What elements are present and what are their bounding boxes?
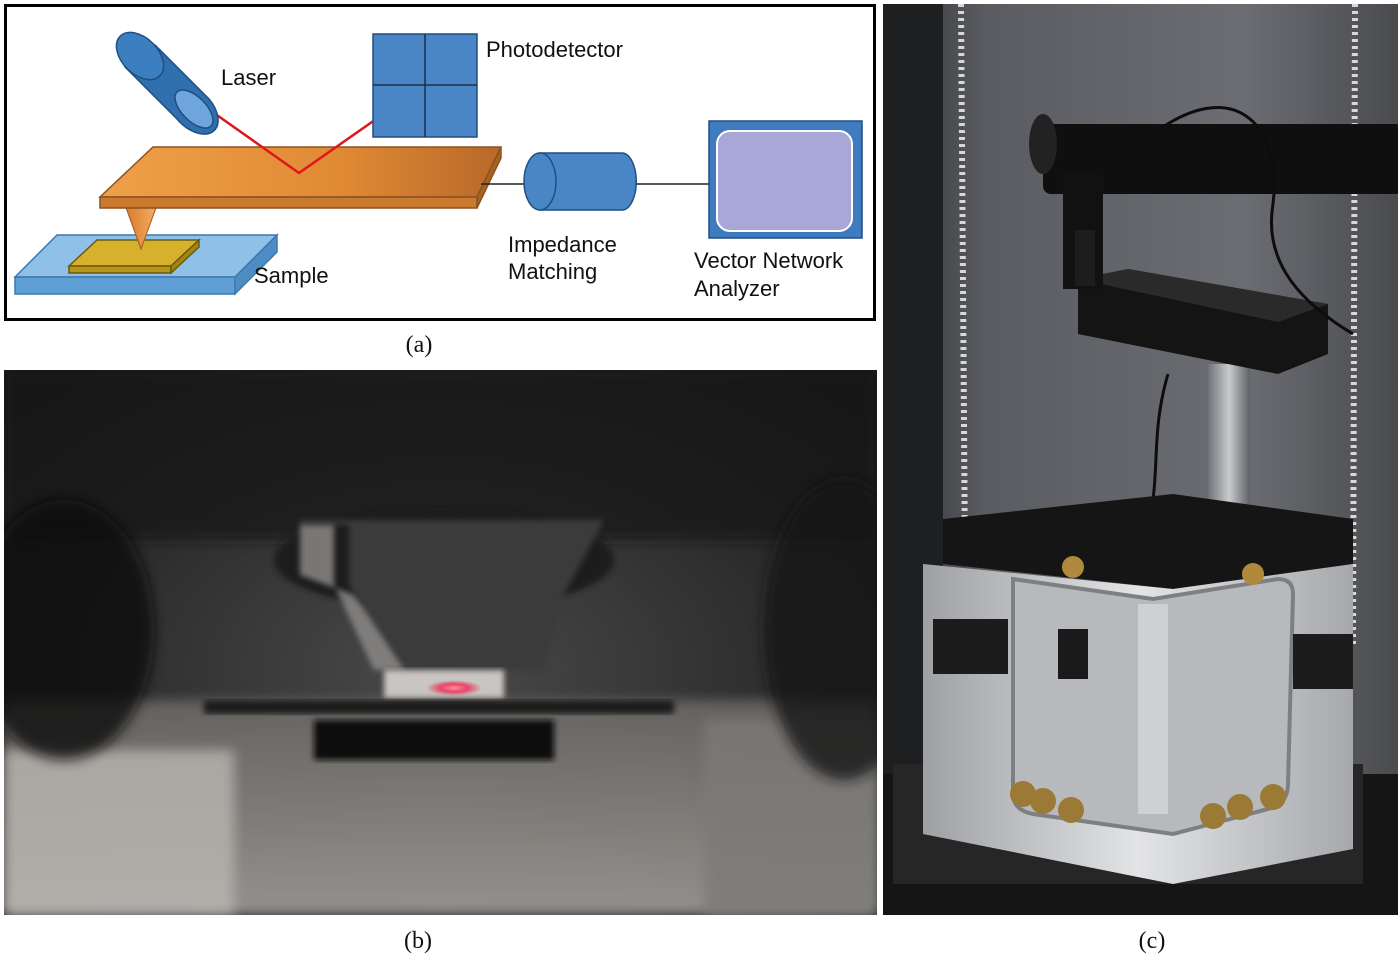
instrument-photo bbox=[883, 4, 1398, 915]
impedance-label-line2: Matching bbox=[508, 259, 598, 284]
photodetector-icon bbox=[372, 33, 478, 138]
impedance-label-line1: Impedance bbox=[508, 232, 617, 257]
probe-closeup-photo bbox=[4, 370, 877, 915]
cantilever bbox=[98, 146, 503, 209]
schematic-drawing bbox=[13, 31, 863, 296]
impedance-matching-icon bbox=[523, 152, 637, 211]
sample-block bbox=[67, 238, 201, 275]
laser-label: Laser bbox=[221, 65, 277, 90]
caption-c: (c) bbox=[1138, 928, 1166, 954]
caption-a: (a) bbox=[405, 332, 433, 358]
caption-b: (b) bbox=[404, 928, 432, 954]
schematic-panel-a: Laser Photodetector Sample Impedance Mat… bbox=[4, 4, 876, 321]
photo-panel-b bbox=[4, 370, 877, 915]
photo-panel-c bbox=[883, 4, 1398, 915]
laser-icon bbox=[115, 31, 219, 135]
vna-label-line2: Analyzer bbox=[694, 276, 780, 301]
photodetector-label: Photodetector bbox=[486, 37, 623, 62]
vna-label-line1: Vector Network bbox=[694, 248, 844, 273]
vna-icon bbox=[708, 120, 863, 239]
sample-label: Sample bbox=[254, 263, 329, 288]
